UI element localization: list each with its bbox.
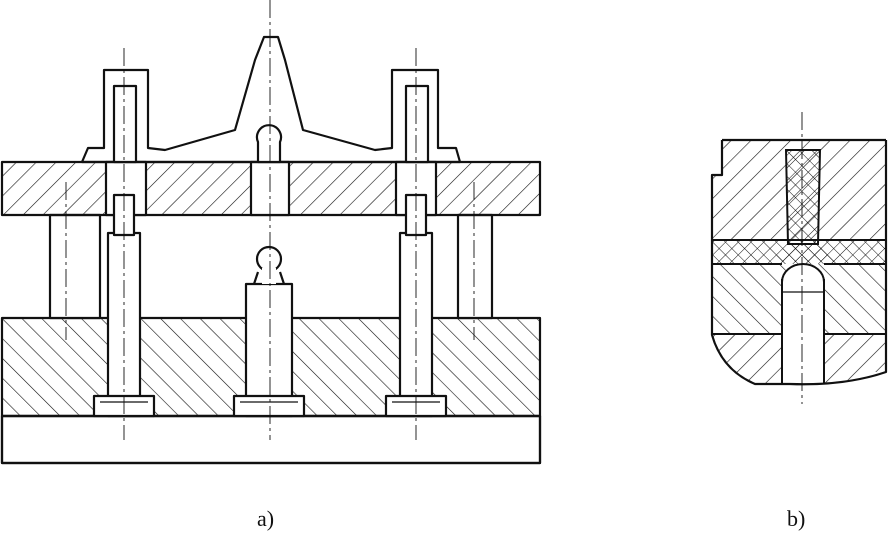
figure-a-mold-assembly	[0, 0, 542, 465]
figure-b-gate-detail	[710, 112, 888, 404]
caption-b: b)	[787, 506, 806, 531]
left-spacer-block	[48, 213, 102, 320]
bottom-clamp-plate	[0, 414, 542, 465]
center-sprue-puller-pin	[232, 245, 306, 418]
caption-a: a)	[257, 506, 275, 531]
molded-plastic-part	[80, 35, 462, 164]
right-spacer-block	[456, 213, 494, 320]
